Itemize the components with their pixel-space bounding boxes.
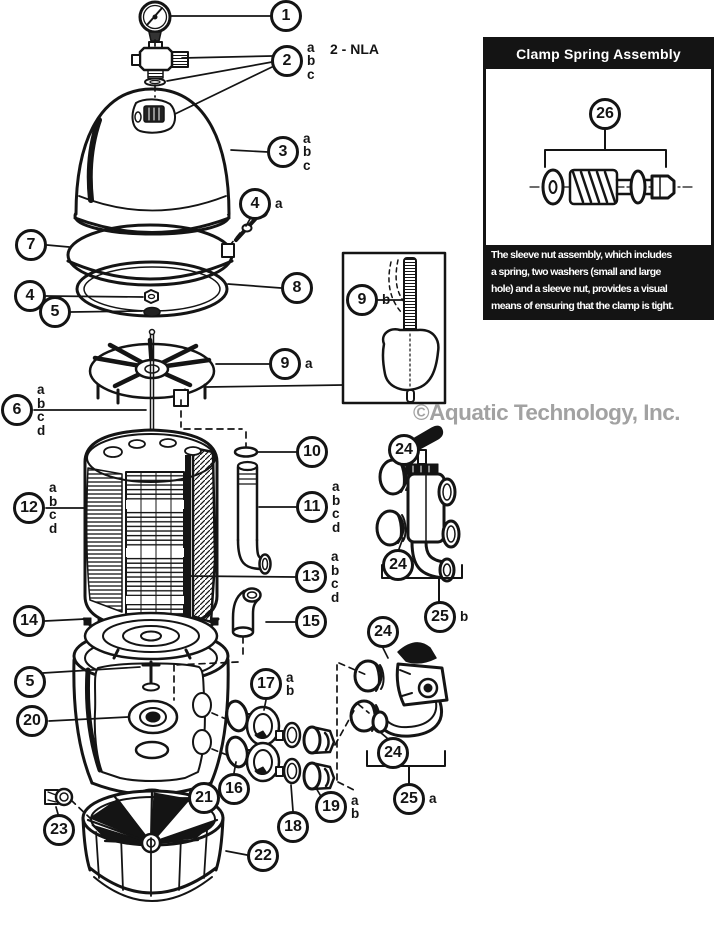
callout-5: 5 (14, 666, 46, 698)
group-brackets (366, 564, 463, 784)
drain-plug (44, 787, 74, 807)
callout-16: 16 (218, 773, 250, 805)
callout-2: 2 (271, 45, 303, 77)
callout-9-letters: a (305, 356, 313, 372)
callout-7: 7 (15, 229, 47, 261)
callout-3: 3 (267, 136, 299, 168)
callout-10: 10 (296, 436, 328, 468)
internal-bulkhead-fitting (127, 699, 179, 760)
callout-6-letters: a b c d (37, 382, 46, 438)
callout-4-letters: a (275, 196, 283, 212)
callout-17: 17 (250, 668, 282, 700)
clamp-box-line2: a spring, two washers (small and large (491, 266, 661, 278)
callout-25: 25 (393, 783, 425, 815)
clamp-box-line1: The sleeve nut assembly, which includes (491, 249, 672, 261)
clamp-box-line4: means of ensuring that the clamp is tigh… (491, 300, 674, 312)
callout-25-letters: b (460, 609, 469, 625)
callout-8: 8 (281, 272, 313, 304)
sleeve-nut-assembly-drawing (529, 128, 693, 206)
callout-19: 19 (315, 791, 347, 823)
pressure-gauge (138, 0, 172, 42)
callout-9-letters: b (382, 292, 391, 308)
clamp-box-title: Clamp Spring Assembly (486, 40, 711, 69)
callout-23: 23 (43, 814, 75, 846)
leader-lines (33, 15, 406, 856)
callout-9: 9 (269, 348, 301, 380)
callout-21: 21 (188, 782, 220, 814)
multiport-valve-assembly (349, 642, 449, 738)
union-nut (353, 659, 385, 693)
callout-2-letters: a b c (307, 39, 316, 82)
callout-11: 11 (296, 491, 328, 523)
single-grid-element (191, 446, 217, 624)
callout-1: 1 (270, 0, 302, 32)
manifold-nut (144, 289, 159, 304)
callout-22: 22 (247, 840, 279, 872)
nla-note: 2 - NLA (330, 41, 379, 57)
clamp-spring-assembly-box: Clamp Spring Assembly The sleeve nut ass… (483, 37, 714, 320)
dome-lid (73, 87, 231, 236)
callout-25-letters: a (429, 791, 437, 807)
callout-13-letters: a b c d (331, 549, 340, 605)
callout-6: 6 (1, 394, 33, 426)
callout-24: 24 (388, 434, 420, 466)
callout-24: 24 (377, 737, 409, 769)
callout-14: 14 (13, 605, 45, 637)
callout-26: 26 (589, 98, 621, 130)
top-manifold (88, 337, 216, 407)
callout-17-letters: a b (286, 669, 295, 698)
callout-4: 4 (239, 188, 271, 220)
callout-24: 24 (367, 616, 399, 648)
clamp-ring (66, 223, 235, 287)
clamp-box-description: The sleeve nut assembly, which includes … (486, 245, 711, 317)
callout-13: 13 (295, 561, 327, 593)
callout-9: 9 (346, 284, 378, 316)
callout-24: 24 (382, 549, 414, 581)
callout-18: 18 (277, 811, 309, 843)
callout-12: 12 (13, 492, 45, 524)
manifold-screw (143, 306, 161, 318)
callout-12-letters: a b c d (49, 480, 58, 536)
callout-20: 20 (16, 705, 48, 737)
union-nut (375, 509, 407, 547)
standpipe (236, 460, 272, 575)
callout-25: 25 (424, 601, 456, 633)
callout-5: 5 (39, 296, 71, 328)
callout-11-letters: a b c d (332, 479, 341, 535)
dashed-lines (70, 39, 370, 820)
clamp-box-line3: hole) and a sleeve nut, provides a visua… (491, 283, 668, 295)
bottom-collector (82, 611, 220, 661)
tank-screw (141, 660, 161, 692)
bulkhead-fitting-row-a (225, 699, 336, 755)
callout-3-letters: a b c (303, 130, 312, 173)
air-bleeder-inset (341, 251, 447, 405)
slide-valve-assembly (375, 425, 461, 583)
vent-cap (143, 105, 165, 123)
callout-19-letters: a b (351, 792, 360, 821)
callout-15: 15 (295, 606, 327, 638)
watermark-text: ©Aquatic Technology, Inc. (413, 400, 681, 425)
standpipe-oring (233, 446, 259, 458)
